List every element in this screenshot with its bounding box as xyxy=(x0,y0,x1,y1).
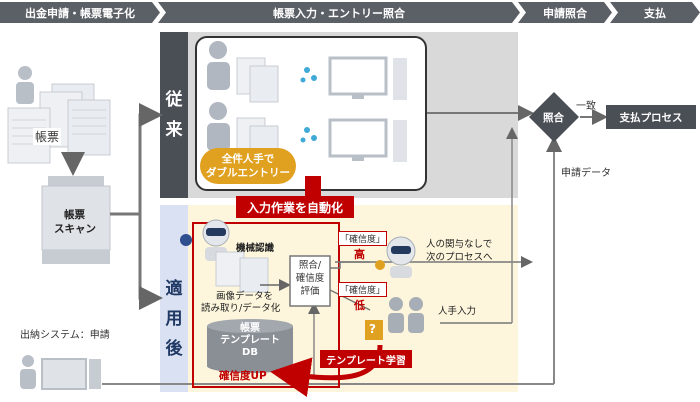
template-db-label: 帳票 テンプレート DB xyxy=(207,323,293,359)
forms-label: 帳票 xyxy=(33,128,62,145)
high-confidence-tag: 「確信度」 xyxy=(338,231,388,246)
application-data-label: 申請データ xyxy=(561,168,611,179)
automation-banner: 入力作業を自動化 xyxy=(236,196,354,218)
badge-line-1: 全件人手で xyxy=(221,153,275,165)
robot-auto-icon xyxy=(375,236,416,278)
match-diamond-label: 照合 xyxy=(543,112,564,124)
header-col-entry-matching: 帳票入力・エントリー照合 xyxy=(158,2,520,23)
header-col-application-matching: 申請照合 xyxy=(518,2,612,23)
worker-1-icon xyxy=(207,41,230,90)
low-confidence-value: 低 xyxy=(354,299,365,312)
ocr-label: 機械認識 xyxy=(236,243,275,254)
clerk-person-icon xyxy=(16,66,34,104)
check-line-2: 確信度 xyxy=(295,273,325,284)
high-note-line-1: 人の関与なしで xyxy=(426,239,493,250)
conventional-side-label: 従 来 xyxy=(160,32,188,198)
low-confidence-tag: 「確信度」 xyxy=(338,282,388,297)
scanner-label-2: スキャン xyxy=(54,223,96,235)
db-line-1: 帳票 xyxy=(240,323,260,334)
after-char-2: 用 xyxy=(165,309,183,329)
confidence-up-label: 確信度UP xyxy=(219,370,267,382)
read-data-line-2: 読み取り/データ化 xyxy=(201,303,281,314)
low-note: 人手入力 xyxy=(438,306,477,317)
pc-2-icon xyxy=(328,118,407,162)
conventional-char-1: 従 xyxy=(165,90,183,110)
after-char-1: 適 xyxy=(165,279,183,299)
scanner-label-1: 帳票 xyxy=(64,209,85,221)
header-col-application: 出金申請・帳票電子化 xyxy=(0,2,160,23)
check-line-1: 照合/ xyxy=(298,260,322,271)
after-side-label: 適 用 後 xyxy=(160,205,188,392)
system-label: 出納システム：申請 xyxy=(20,330,110,341)
scanner-icon xyxy=(41,176,111,264)
check-line-3: 評価 xyxy=(300,286,320,297)
read-data-line-1: 画像データを xyxy=(216,291,274,302)
manual-input-people-icon xyxy=(388,297,424,333)
ocr-forms-icon xyxy=(215,251,269,293)
conventional-char-2: 来 xyxy=(165,120,183,140)
worker-1-forms-icon xyxy=(236,57,279,103)
evaluation-box-label: 照合/ 確信度 評価 xyxy=(290,259,330,298)
after-char-3: 後 xyxy=(165,339,183,359)
payment-process-box: 支払プロセス xyxy=(606,105,696,129)
system-user-icon xyxy=(20,355,36,389)
manual-double-entry-badge: 全件人手で ダブルエントリー xyxy=(200,148,296,184)
template-learning-tag: テンプレート学習 xyxy=(320,350,412,368)
high-note-line-2: 次のプロセスへ xyxy=(426,252,493,263)
match-yes-label: 一致 xyxy=(576,101,596,112)
system-pc-icon xyxy=(41,358,101,390)
worker-2-icon xyxy=(207,102,230,151)
db-line-2: テンプレート xyxy=(220,335,280,346)
header-col-payment: 支払 xyxy=(610,2,700,23)
badge-line-2: ダブルエントリー xyxy=(206,167,290,179)
high-confidence-value: 高 xyxy=(354,248,365,261)
db-line-3: DB xyxy=(242,347,258,358)
pc-1-icon xyxy=(328,56,407,100)
sweat-drops-icon xyxy=(300,67,317,143)
question-mark: ? xyxy=(369,322,376,336)
